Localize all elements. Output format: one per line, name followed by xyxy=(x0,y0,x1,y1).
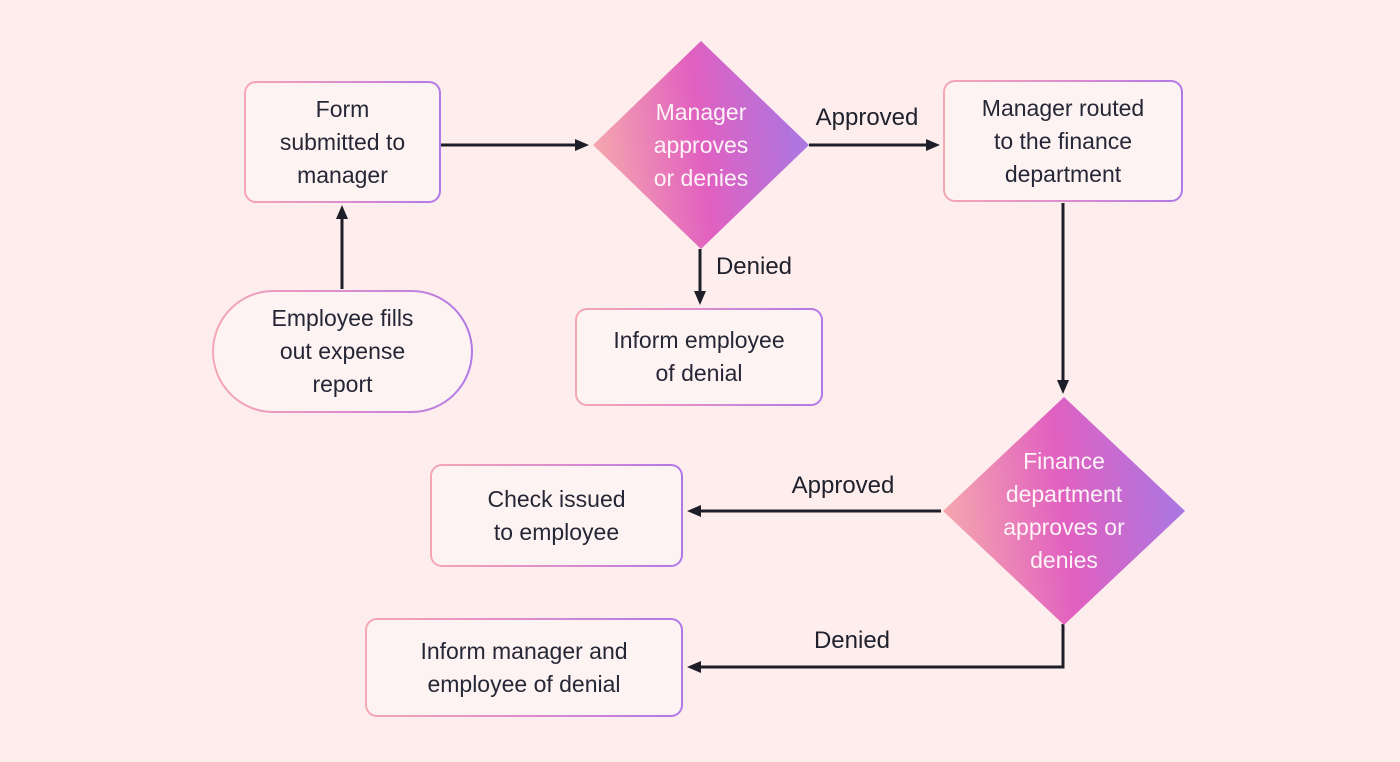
node-label: Manager approves or denies xyxy=(653,98,749,191)
node-form-submitted-to-manager: Form submitted to manager xyxy=(244,81,441,203)
node-inform-manager-and-employee: Inform manager and employee of denial xyxy=(365,618,683,717)
edge-label-finance-denied: Denied xyxy=(813,627,891,654)
node-check-issued-to-employee: Check issued to employee xyxy=(430,464,683,567)
edge-finance-denied xyxy=(687,624,1065,673)
node-label: Inform manager and employee of denial xyxy=(367,620,681,715)
edge-label-manager-denied: Denied xyxy=(715,253,793,280)
node-label: Manager routed to the finance department xyxy=(945,82,1181,200)
node-label: Check issued to employee xyxy=(432,466,681,565)
node-label: Inform employee of denial xyxy=(577,310,821,404)
node-employee-fills-out-expense-report: Employee fills out expense report xyxy=(212,290,473,413)
node-manager-routed-to-finance: Manager routed to the finance department xyxy=(943,80,1183,202)
node-label: Form submitted to manager xyxy=(246,83,439,201)
node-inform-employee-of-denial: Inform employee of denial xyxy=(575,308,823,406)
edge-label-manager-approved: Approved xyxy=(815,104,919,131)
node-label: Employee fills out expense report xyxy=(214,292,471,411)
node-label: Finance department approves or denies xyxy=(1003,448,1125,573)
edge-label-finance-approved: Approved xyxy=(791,472,895,499)
